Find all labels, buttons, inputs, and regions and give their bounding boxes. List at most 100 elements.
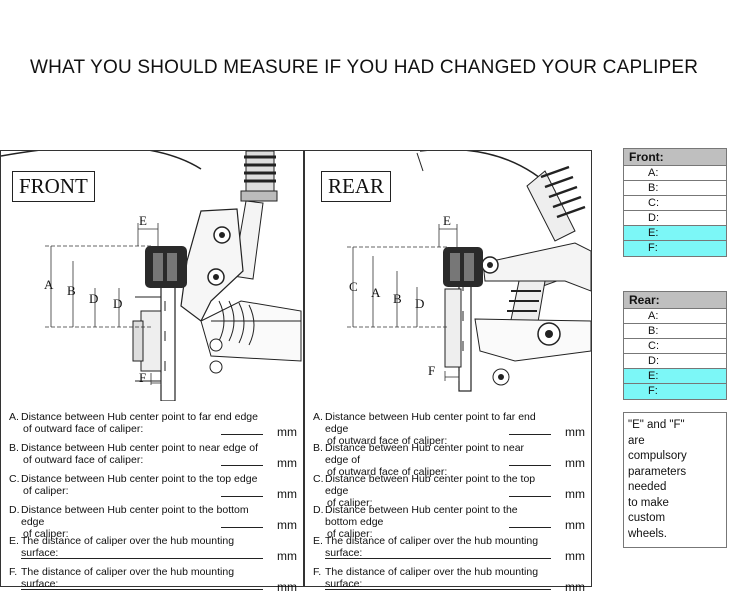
answer-blank[interactable] <box>509 496 551 497</box>
question-text: The distance of caliper over the hub mou… <box>325 566 539 590</box>
front-spec-row-c[interactable]: C: <box>624 196 726 211</box>
rear-dim-label-a: A <box>371 285 381 300</box>
answer-blank[interactable] <box>21 589 263 590</box>
question-number: C. <box>313 473 324 485</box>
question-text-line2: of outward face of caliper: <box>23 423 144 435</box>
front-suspension-diagram: A B D D E F <box>1 151 302 401</box>
page-title: WHAT YOU SHOULD MEASURE IF YOU HAD CHANG… <box>30 57 699 78</box>
question-text: The distance of caliper over the hub mou… <box>21 566 235 590</box>
question-number: F. <box>313 566 322 578</box>
answer-blank[interactable] <box>325 558 551 559</box>
unit-label: mm <box>277 487 297 501</box>
rear-spec-row-a[interactable]: A: <box>624 309 726 324</box>
note-line: compulsory <box>628 450 687 462</box>
unit-label: mm <box>565 487 585 501</box>
rear-dim-label-e: E <box>443 213 451 228</box>
question-text-line2: of outward face of caliper: <box>327 435 448 447</box>
question-text: The distance of caliper over the hub mou… <box>325 535 539 559</box>
question-text-line2: of outward face of caliper: <box>327 466 448 478</box>
answer-blank[interactable] <box>221 434 263 435</box>
question-number: C. <box>9 473 20 485</box>
question-text: Distance between Hub center point to nea… <box>325 442 525 466</box>
rear-question-e: E. The distance of caliper over the hub … <box>313 535 585 566</box>
unit-label: mm <box>277 518 297 532</box>
front-dim-label-f: F <box>139 370 146 385</box>
question-number: E. <box>313 535 323 547</box>
front-spec-header: Front: <box>624 149 726 166</box>
answer-blank[interactable] <box>509 465 551 466</box>
front-spec-row-e[interactable]: E: <box>624 226 726 241</box>
rear-panel: C A B D E F REAR A. Distance between Hub… <box>304 150 592 593</box>
front-spec-row-d[interactable]: D: <box>624 211 726 226</box>
note-line: wheels. <box>628 527 667 540</box>
front-spec-row-b[interactable]: B: <box>624 181 726 196</box>
front-dim-label-d2: D <box>113 296 122 311</box>
front-spec-table: Front: A: B: C: D: E: F: <box>623 148 727 257</box>
rear-question-d: D. Distance between Hub center point to … <box>313 504 585 540</box>
front-shock-absorber <box>232 151 278 280</box>
question-text: Distance between Hub center point to the… <box>325 504 518 528</box>
rear-spec-row-d[interactable]: D: <box>624 354 726 369</box>
rear-spec-row-e[interactable]: E: <box>624 369 726 384</box>
note-line: custom <box>628 512 666 524</box>
unit-label: mm <box>565 518 585 532</box>
note-line: to make <box>628 496 669 509</box>
question-number: F. <box>9 566 18 578</box>
rear-spec-row-f[interactable]: F: <box>624 384 726 399</box>
question-text: The distance of caliper over the hub mou… <box>21 535 235 559</box>
rear-dim-label-c: C <box>349 279 358 294</box>
question-text-line2: of caliper: <box>327 528 373 540</box>
question-number: B. <box>313 442 323 454</box>
question-number: B. <box>9 442 19 454</box>
question-number: D. <box>313 504 324 516</box>
question-text-line2: of caliper: <box>23 485 69 497</box>
question-number: E. <box>9 535 19 547</box>
rear-question-f: F. The distance of caliper over the hub … <box>313 566 585 597</box>
rear-caliper <box>443 247 483 287</box>
front-questions: A. Distance between Hub center point to … <box>9 411 297 597</box>
compulsory-note: "E" and "F" are compulsory parameters ne… <box>623 412 727 548</box>
question-text: Distance between Hub center point to nea… <box>21 442 258 454</box>
front-dim-label-d1: D <box>89 291 98 306</box>
question-text-line2: of caliper: <box>23 528 69 540</box>
rear-spec-row-b[interactable]: B: <box>624 324 726 339</box>
front-question-d: D. Distance between Hub center point to … <box>9 504 297 540</box>
question-number: A. <box>313 411 323 423</box>
front-question-a: A. Distance between Hub center point to … <box>9 411 297 442</box>
question-text: Distance between Hub center point to far… <box>21 411 258 423</box>
answer-blank[interactable] <box>221 465 263 466</box>
answer-blank[interactable] <box>509 434 551 435</box>
rear-dim-label-b: B <box>393 291 402 306</box>
rear-question-b: B. Distance between Hub center point to … <box>313 442 585 478</box>
unit-label: mm <box>277 580 297 594</box>
unit-label: mm <box>277 456 297 470</box>
answer-blank[interactable] <box>221 527 263 528</box>
answer-blank[interactable] <box>509 527 551 528</box>
unit-label: mm <box>565 425 585 439</box>
front-spec-row-a[interactable]: A: <box>624 166 726 181</box>
question-text: Distance between Hub center point to the… <box>21 504 249 528</box>
rear-spec-row-c[interactable]: C: <box>624 339 726 354</box>
front-panel: A B D D E F FRONT A. Distance between Hu… <box>0 150 304 593</box>
front-question-e: E. The distance of caliper over the hub … <box>9 535 297 566</box>
answer-blank[interactable] <box>325 589 551 590</box>
note-line: are <box>628 434 645 447</box>
rear-spec-header: Rear: <box>624 292 726 309</box>
front-spec-row-f[interactable]: F: <box>624 241 726 256</box>
front-caliper <box>145 246 187 288</box>
answer-blank[interactable] <box>221 496 263 497</box>
note-line: "E" and "F" <box>628 419 685 431</box>
front-dim-label-e: E <box>139 213 147 228</box>
rear-dim-label-d: D <box>415 296 424 311</box>
rear-panel-label: REAR <box>321 171 392 202</box>
question-text: Distance between Hub center point to far… <box>325 411 536 435</box>
note-line: parameters <box>628 465 687 478</box>
question-text-line2: of outward face of caliper: <box>23 454 144 466</box>
front-dim-label-b: B <box>67 283 76 298</box>
answer-blank[interactable] <box>21 558 263 559</box>
front-question-f: F. The distance of caliper over the hub … <box>9 566 297 597</box>
front-panel-label: FRONT <box>12 171 95 202</box>
unit-label: mm <box>277 425 297 439</box>
question-text: Distance between Hub center point to the… <box>325 473 536 497</box>
unit-label: mm <box>277 549 297 563</box>
